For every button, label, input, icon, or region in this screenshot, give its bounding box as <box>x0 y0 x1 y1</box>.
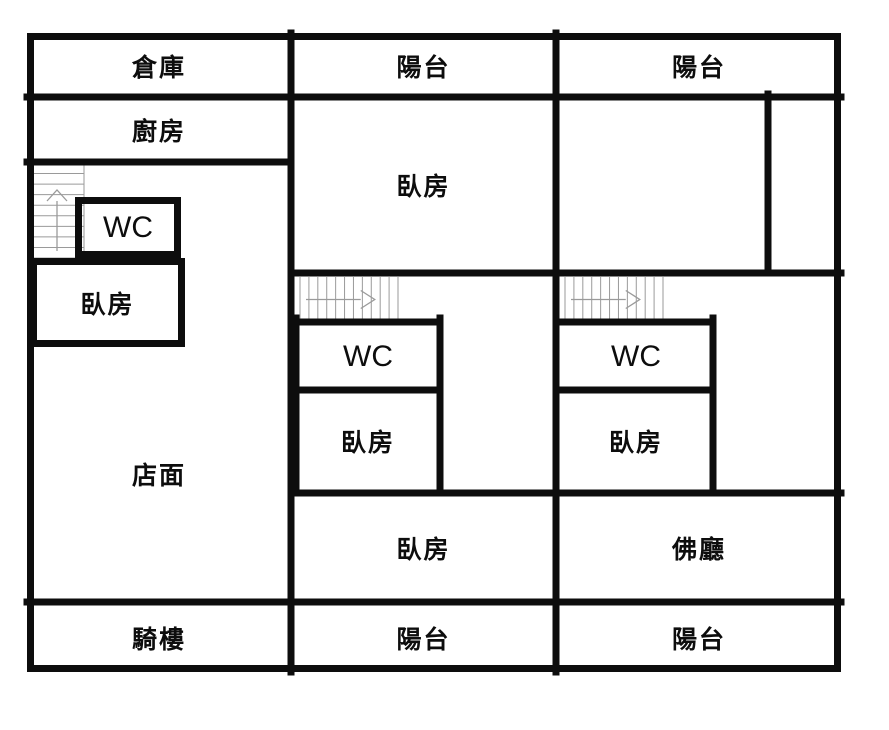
stair-stair-right <box>564 277 664 322</box>
stair-layer <box>30 162 664 322</box>
stair-arrow-head-right <box>360 289 376 310</box>
wall-layer <box>23 29 845 676</box>
stair-arrow-head-right <box>625 289 641 310</box>
stair-arrow-head-up <box>46 189 68 202</box>
wall-wc-left-box <box>75 197 181 258</box>
stair-stair-middle <box>299 277 399 322</box>
wall-bedroom-left-box <box>30 258 185 347</box>
wall-outer-frame <box>27 33 841 672</box>
